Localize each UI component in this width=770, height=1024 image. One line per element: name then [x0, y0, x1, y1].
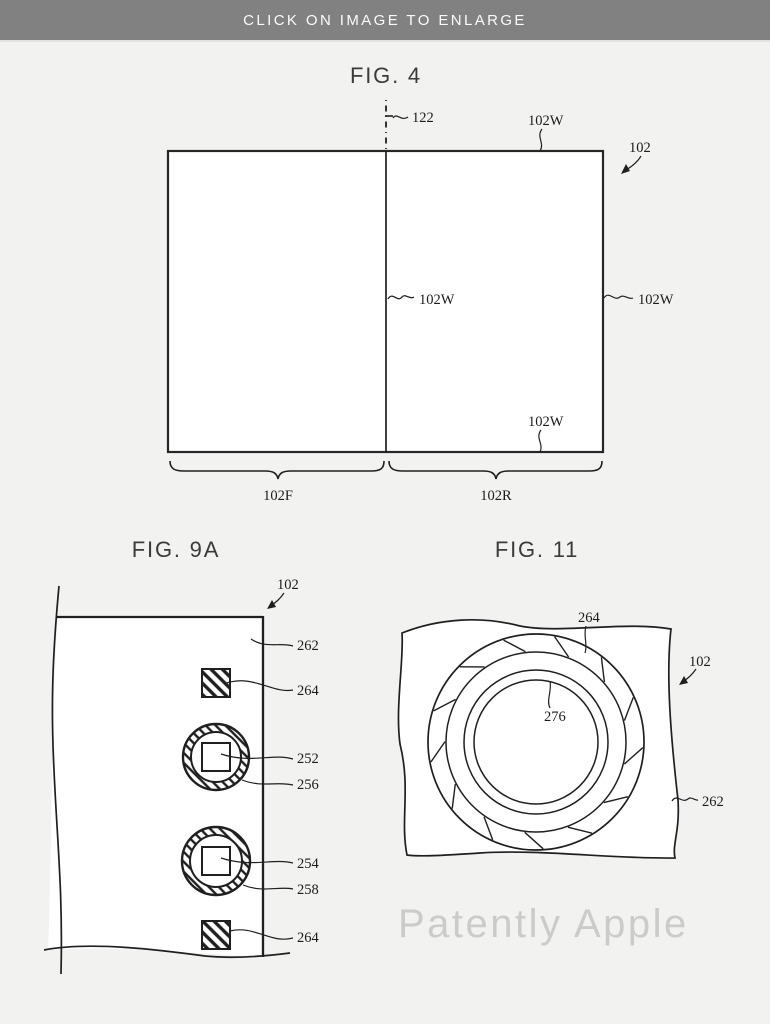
fig9a-label-258: 258 [297, 882, 319, 898]
fig9a-panel-left-edge [51, 585, 63, 975]
fig4-leader-122 [392, 115, 409, 120]
fig11-ring-tick [483, 816, 494, 841]
fig11-lens-inner [473, 679, 599, 805]
fig4-label-122: 122 [412, 110, 434, 126]
fig9a-label-254: 254 [297, 856, 320, 872]
fig11-ring-tick [567, 826, 593, 834]
fig9a-camera-2-inner [189, 834, 243, 888]
fig11-label-264: 264 [578, 610, 601, 626]
fig9a-label-264-top: 264 [297, 683, 320, 699]
fig4-title: FIG. 4 [350, 63, 422, 88]
fig9a-arrowhead-102 [267, 600, 276, 609]
fig4-brace-rear [388, 460, 603, 480]
fig9a-label-264-bottom: 264 [297, 930, 320, 946]
fig9a-label-256: 256 [297, 777, 319, 793]
fig4-label-102r: 102R [480, 488, 512, 504]
fig11-ring-tick [623, 697, 634, 721]
fig11-cover-outline [397, 618, 680, 859]
fig9a-group: FIG. 9A 102 262 264 [43, 537, 320, 975]
fig9a-camera-1-inner [190, 731, 242, 783]
fig11-leader-262 [671, 797, 699, 802]
fig4-label-102w-center: 102W [419, 292, 455, 308]
fig11-leader-264 [584, 625, 587, 654]
fig9a-title: FIG. 9A [132, 537, 220, 562]
fig9a-leader-262 [250, 638, 294, 647]
fig4-label-102w-bottom: 102W [528, 414, 564, 430]
fig4-leader-102w-top [539, 128, 543, 152]
fig4-leader-102w-right [603, 294, 634, 300]
fig9a-label-262: 262 [297, 638, 319, 654]
fig9a-panel-bottom-edge [43, 945, 291, 959]
fig4-group: FIG. 4 122 102W 102 102W 102W 102W 102F … [166, 63, 674, 504]
patent-figure-image[interactable]: FIG. 4 122 102W 102 102W 102W 102W 102F … [0, 42, 770, 1024]
fig11-ring-tick [524, 831, 544, 850]
fig9a-camera-1-outer [181, 722, 251, 792]
fig11-ring-ticks [430, 636, 644, 850]
fig11-ring-tick [603, 796, 629, 804]
fig11-leader-276 [547, 680, 552, 709]
fig9a-label-252: 252 [297, 751, 319, 767]
fig11-ring-outer [427, 633, 645, 851]
fig9a-camera-1 [181, 722, 251, 792]
fig9a-leader-264-bottom [229, 929, 294, 940]
fig9a-camera-2 [180, 825, 252, 897]
fig11-ring-tick [430, 741, 446, 763]
fig11-label-276: 276 [544, 709, 566, 725]
fig11-ring-tick [623, 747, 644, 765]
fig11-title: FIG. 11 [495, 537, 579, 562]
fig9a-camera-2-outer [180, 825, 252, 897]
fig4-arrow-102 [625, 155, 642, 171]
fig9a-leader-258 [242, 884, 294, 890]
fig11-label-262: 262 [702, 794, 724, 810]
fig11-ring-tick [600, 657, 606, 682]
fig9a-marker-bottom [201, 920, 231, 950]
fig4-brace-front [169, 460, 385, 480]
fig11-arrowhead-102 [679, 676, 688, 685]
fig9a-leader-264-top [223, 680, 294, 692]
fig11-ring-tick [503, 639, 526, 653]
patent-drawing: FIG. 4 122 102W 102 102W 102W 102W 102F … [43, 63, 724, 975]
enlarge-banner: CLICK ON IMAGE TO ENLARGE [0, 0, 770, 42]
fig11-label-102: 102 [689, 654, 711, 670]
fig4-leader-102w-bottom [538, 429, 542, 453]
fig4-arrowhead-102 [621, 164, 630, 174]
fig4-label-102: 102 [629, 140, 651, 156]
fig11-ring-inner [445, 651, 627, 833]
fig4-leader-102w-center [387, 295, 415, 300]
fig4-label-102f: 102F [263, 488, 293, 504]
fig11-group: FIG. 11 264 102 276 262 [397, 537, 724, 859]
fig11-ring-tick [554, 636, 570, 658]
fig9a-leader-254 [220, 857, 294, 864]
enlarge-banner-text: CLICK ON IMAGE TO ENLARGE [243, 11, 527, 29]
fig11-ring-tick [451, 783, 456, 809]
fig4-label-102w-top: 102W [528, 113, 564, 129]
watermark-text: Patently Apple [398, 902, 689, 946]
fig9a-leader-252 [220, 753, 294, 760]
fig11-ring-tick [433, 698, 456, 712]
fig11-lens-outer [463, 669, 609, 815]
fig9a-camera-2-sensor [201, 846, 231, 876]
fig9a-label-102: 102 [277, 577, 299, 593]
fig9a-leader-256 [241, 779, 294, 786]
fig4-label-102w-right: 102W [638, 292, 674, 308]
fig9a-camera-1-sensor [201, 742, 231, 772]
